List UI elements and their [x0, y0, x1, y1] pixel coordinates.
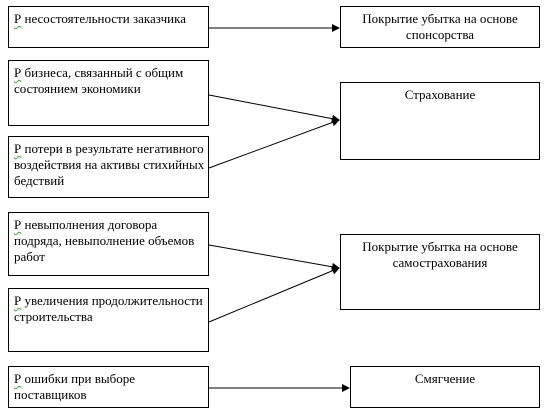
- risk-label: невыполнения договора подряда, невыполне…: [14, 217, 195, 264]
- risk-prefix: Р: [14, 141, 22, 156]
- risk-prefix: Р: [14, 65, 22, 80]
- risk-box-contract-failure: Р невыполнения договора подряда, невыпол…: [8, 212, 209, 276]
- risk-box-business: Р бизнеса, связанный с общим состоянием …: [8, 60, 209, 126]
- response-label: Смягчение: [414, 371, 476, 386]
- risk-label: несостоятельности заказчика: [21, 11, 187, 26]
- risk-label: потери в результате негативного воздейст…: [14, 141, 205, 188]
- arrow-disasters-to-insurance: [208, 118, 340, 169]
- risk-box-supplier-choice: Р ошибки при выборе поставщиков: [8, 366, 209, 408]
- response-box-mitigation: Смягчение: [350, 366, 540, 408]
- response-box-self-insurance: Покрытие убытка на основе самостраховани…: [340, 234, 540, 310]
- arrow-business-to-insurance: [208, 94, 340, 123]
- risk-prefix: Р: [14, 11, 22, 26]
- response-label: Покрытие убытка на основе самостраховани…: [362, 239, 518, 270]
- risk-label: бизнеса, связанный с общим состоянием эк…: [14, 65, 184, 96]
- risk-prefix: Р: [14, 293, 22, 308]
- response-label: Покрытие убытка на основе спонсорства: [362, 11, 518, 42]
- arrow-delay-to-self-insurance: [208, 266, 340, 323]
- response-box-sponsorship: Покрытие убытка на основе спонсорства: [340, 6, 540, 48]
- arrow-contract-to-self-insurance: [208, 244, 340, 271]
- risk-box-construction-delay: Р увеличения продолжительности строитель…: [8, 288, 209, 352]
- risk-box-insolvency: Р несостоятельности заказчика: [8, 6, 209, 48]
- response-label: Страхование: [404, 87, 476, 102]
- response-box-insurance: Страхование: [340, 82, 540, 160]
- risk-label: ошибки при выборе поставщиков: [14, 371, 136, 402]
- risk-prefix: Р: [14, 217, 22, 232]
- risk-box-natural-disasters: Р потери в результате негативного воздей…: [8, 136, 209, 198]
- risk-label: увеличения продолжительности строительст…: [14, 293, 203, 324]
- risk-prefix: Р: [14, 371, 22, 386]
